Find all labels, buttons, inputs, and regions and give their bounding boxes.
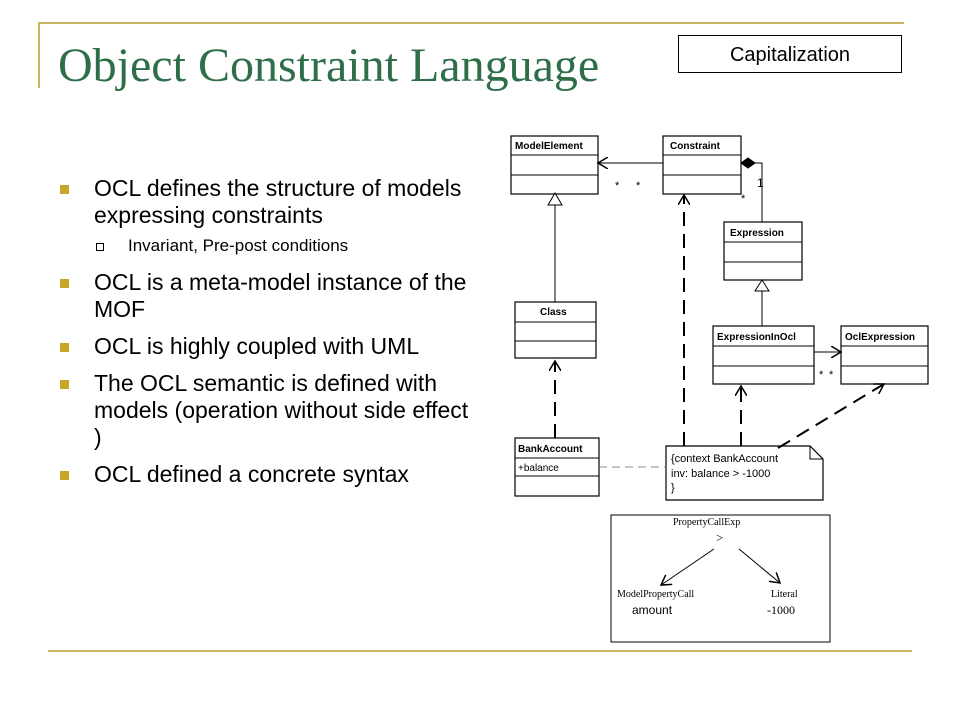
bullet-item: OCL is highly coupled with UML <box>58 333 478 360</box>
bullet-item: The OCL semantic is defined with models … <box>58 370 478 451</box>
composition-diamond <box>740 157 756 169</box>
multiplicity-one: 1 <box>757 176 764 190</box>
class-label: Class <box>540 307 567 318</box>
frame-bottom-line <box>48 650 912 652</box>
note-line-2: inv: balance > -1000 <box>671 468 770 480</box>
ast-right-value: -1000 <box>767 603 795 617</box>
ast-edge-right <box>738 548 780 583</box>
multiplicity-star: * <box>636 180 641 192</box>
bullet-square-icon <box>60 380 69 389</box>
bullet-square-icon <box>60 185 69 194</box>
expressioninocl-box: ExpressionInOcl <box>712 325 815 385</box>
class-box: Class <box>514 301 597 359</box>
oclexpression-label: OclExpression <box>845 332 915 343</box>
sub-bullet-square-icon <box>96 243 104 251</box>
frame-left-line <box>38 22 40 88</box>
multiplicity-star: * <box>615 180 620 192</box>
bullet-list: OCL defines the structure of models expr… <box>58 175 478 498</box>
frame-top-line <box>38 22 904 24</box>
expressioninocl-label: ExpressionInOcl <box>717 332 796 343</box>
expression-label: Expression <box>730 228 784 239</box>
multiplicity-star: * <box>829 369 834 381</box>
ast-edge-left <box>661 548 715 585</box>
bullet-item: OCL defined a concrete syntax <box>58 461 478 488</box>
ast-root-label: PropertyCallExp <box>673 517 740 528</box>
bullet-square-icon <box>60 279 69 288</box>
bankaccount-box: BankAccount +balance <box>514 437 600 497</box>
note-line-1: {context BankAccount <box>671 453 778 465</box>
constraint-label: Constraint <box>670 141 721 152</box>
multiplicity-star: * <box>741 193 746 205</box>
bullet-item: OCL is a meta-model instance of the MOF <box>58 269 478 323</box>
ast-left-value: amount <box>632 603 673 617</box>
modelelement-box: ModelElement <box>510 135 599 195</box>
instance-of-arrow <box>777 383 884 449</box>
sub-bullet-item: Invariant, Pre-post conditions <box>58 235 478 257</box>
ast-operator: > <box>716 530 723 545</box>
generalization-triangle <box>547 192 563 206</box>
bullet-square-icon <box>60 471 69 480</box>
expression-box: Expression <box>723 221 803 281</box>
bankaccount-label: BankAccount <box>518 444 583 455</box>
bankaccount-attribute: +balance <box>518 463 559 474</box>
bullet-item: OCL defines the structure of models expr… <box>58 175 478 229</box>
multiplicity-star: * <box>819 369 824 381</box>
modelelement-label: ModelElement <box>515 141 583 152</box>
note-line-3: } <box>671 482 675 494</box>
constraint-box: Constraint <box>662 135 742 195</box>
page-title: Object Constraint Language <box>58 39 600 92</box>
oclexpression-box: OclExpression <box>840 325 929 385</box>
ast-right-type: Literal <box>771 589 798 600</box>
generalization-triangle <box>754 279 770 292</box>
ocl-note: {context BankAccount inv: balance > -100… <box>665 445 824 501</box>
bullet-square-icon <box>60 343 69 352</box>
ast-left-type: ModelPropertyCall <box>617 589 694 600</box>
capitalization-tag: Capitalization <box>678 35 902 73</box>
ast-box: PropertyCallExp > ModelPropertyCall amou… <box>610 514 831 643</box>
